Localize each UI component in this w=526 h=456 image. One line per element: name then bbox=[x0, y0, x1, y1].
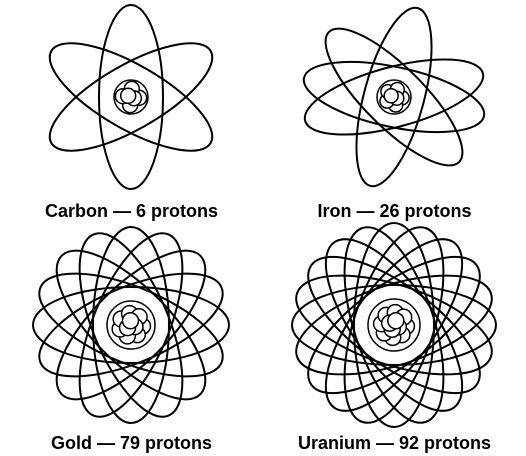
electron-orbit bbox=[55, 249, 207, 401]
electron-orbit bbox=[324, 27, 464, 167]
uranium-caption: Uranium — 92 protons bbox=[297, 433, 492, 453]
nucleon bbox=[383, 88, 399, 104]
carbon-caption: Carbon — 6 protons bbox=[44, 201, 218, 221]
electron-orbit bbox=[295, 274, 493, 376]
electron-orbit bbox=[343, 226, 445, 424]
electron-orbit bbox=[32, 286, 230, 364]
nucleon bbox=[121, 311, 140, 330]
gold-electron-orbits bbox=[32, 226, 230, 424]
electron-orbit bbox=[324, 238, 464, 412]
electron-orbit bbox=[98, 4, 164, 190]
iron-electron-orbits bbox=[302, 6, 486, 188]
electron-orbit bbox=[355, 6, 433, 188]
electron-orbit bbox=[307, 255, 481, 395]
electron-orbit bbox=[303, 58, 485, 136]
electron-orbit bbox=[78, 232, 184, 418]
atom-panel-carbon: Carbon — 6 protons bbox=[0, 0, 263, 228]
gold-caption: Gold — 79 protons bbox=[50, 433, 212, 453]
uranium-atom-diagram bbox=[291, 222, 497, 428]
electron-orbit bbox=[78, 232, 184, 418]
electron-orbit bbox=[343, 226, 445, 424]
electron-orbit bbox=[302, 60, 486, 134]
atom-panel-gold: Gold — 79 protons bbox=[0, 226, 263, 456]
nucleon bbox=[387, 311, 405, 330]
carbon-electron-orbits bbox=[48, 4, 214, 190]
electron-orbit bbox=[92, 226, 170, 424]
iron-nucleus bbox=[376, 79, 412, 115]
electron-orbit bbox=[324, 238, 464, 412]
uranium-electron-orbits bbox=[291, 222, 497, 428]
electron-orbit bbox=[307, 255, 481, 395]
atom-panel-iron: Iron — 26 protons bbox=[263, 0, 526, 228]
gold-atom-diagram bbox=[32, 226, 230, 424]
electron-orbit bbox=[353, 222, 435, 428]
iron-atom-diagram bbox=[302, 6, 486, 188]
electron-orbit bbox=[291, 284, 497, 366]
electron-orbit bbox=[38, 272, 224, 378]
carbon-nucleus bbox=[113, 79, 149, 115]
electron-orbit bbox=[48, 42, 214, 152]
gold-nucleus bbox=[106, 300, 156, 350]
carbon-atom-diagram bbox=[48, 4, 214, 190]
nucleon bbox=[119, 87, 137, 105]
electron-orbit bbox=[295, 274, 493, 376]
electron-orbit bbox=[48, 42, 214, 152]
atom-panel-uranium: Uranium — 92 protons bbox=[263, 222, 526, 456]
electron-orbit bbox=[38, 272, 224, 378]
iron-caption: Iron — 26 protons bbox=[317, 201, 472, 221]
uranium-nucleus bbox=[367, 298, 421, 352]
electron-orbit bbox=[55, 249, 207, 401]
